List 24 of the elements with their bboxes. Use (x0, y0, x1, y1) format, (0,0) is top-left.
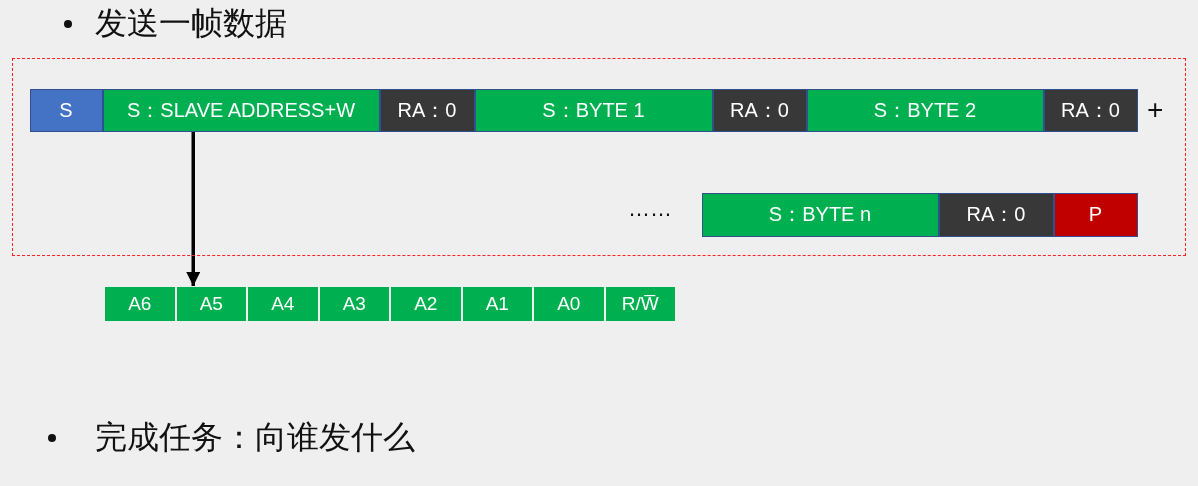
bit-cell: A4 (247, 286, 319, 322)
bit-cell: A3 (318, 286, 390, 322)
plus-sign: + (1147, 94, 1164, 126)
heading: 完成任务：向谁发什么 (95, 417, 415, 458)
field-cell: S：BYTE 1 (474, 88, 713, 132)
field-cell: S：BYTE 2 (806, 88, 1044, 132)
bit-cell: A2 (390, 286, 462, 322)
ellipsis: …… (628, 196, 672, 222)
field-cell: S：BYTE n (701, 192, 939, 237)
heading: 发送一帧数据 (95, 3, 287, 44)
field-cell: RA：0 (938, 192, 1054, 237)
bit-cell: A5 (175, 286, 247, 322)
field-cell: RA：0 (1043, 88, 1138, 132)
field-cell: RA：0 (712, 88, 807, 132)
bit-cell: A1 (461, 286, 533, 322)
arrow (186, 132, 201, 286)
field-cell: P (1053, 192, 1138, 237)
dashed-frame (12, 58, 1186, 256)
bit-cell: A6 (104, 286, 176, 322)
field-cell: RA：0 (379, 88, 475, 132)
bit-cell: A0 (533, 286, 605, 322)
bit-cell: R/W̅ (604, 286, 676, 322)
field-cell: S (29, 88, 103, 132)
field-cell: S：SLAVE ADDRESS+W (102, 88, 380, 132)
